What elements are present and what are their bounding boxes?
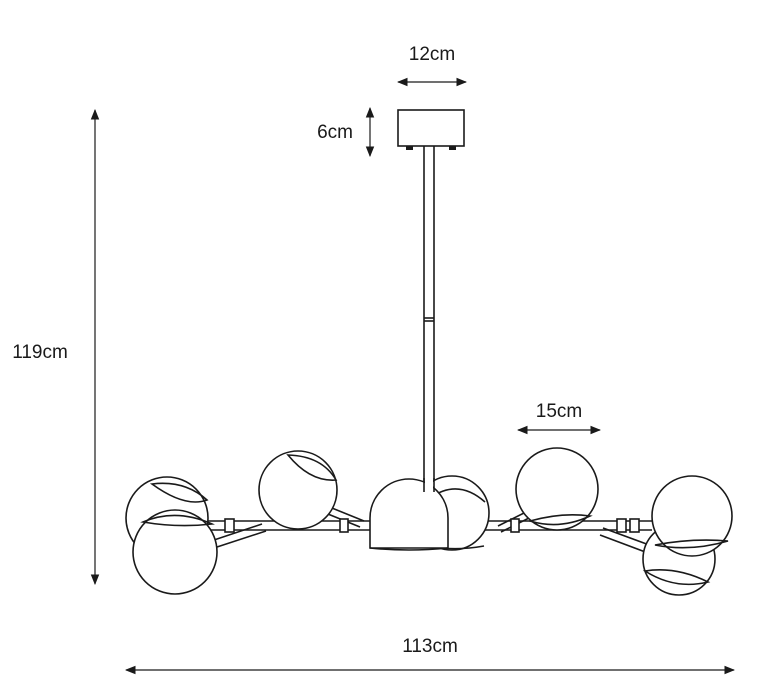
shade-diameter-dimension: 15cm bbox=[516, 401, 602, 435]
total-width-label: 113cm bbox=[402, 636, 458, 657]
canopy-width-dimension: 12cm bbox=[396, 44, 468, 87]
shade-diameter-label: 15cm bbox=[536, 401, 582, 422]
canopy-height-dimension: 6cm bbox=[317, 106, 375, 158]
shade-right-front bbox=[651, 475, 733, 557]
ceiling-canopy bbox=[397, 109, 465, 150]
shade-upper-right bbox=[515, 447, 599, 531]
total-height-dimension: 119cm bbox=[12, 108, 100, 586]
shade-center-front bbox=[369, 478, 449, 551]
canopy-height-label: 6cm bbox=[317, 122, 353, 143]
globe-shades-front bbox=[132, 475, 733, 595]
shade-left-front bbox=[132, 509, 218, 595]
total-height-label: 119cm bbox=[12, 342, 68, 363]
canopy-width-label: 12cm bbox=[409, 44, 455, 65]
rod-bottom bbox=[423, 478, 435, 492]
down-rod bbox=[423, 146, 435, 490]
shade-upper-left bbox=[258, 450, 338, 530]
total-width-dimension: 113cm bbox=[124, 636, 736, 675]
